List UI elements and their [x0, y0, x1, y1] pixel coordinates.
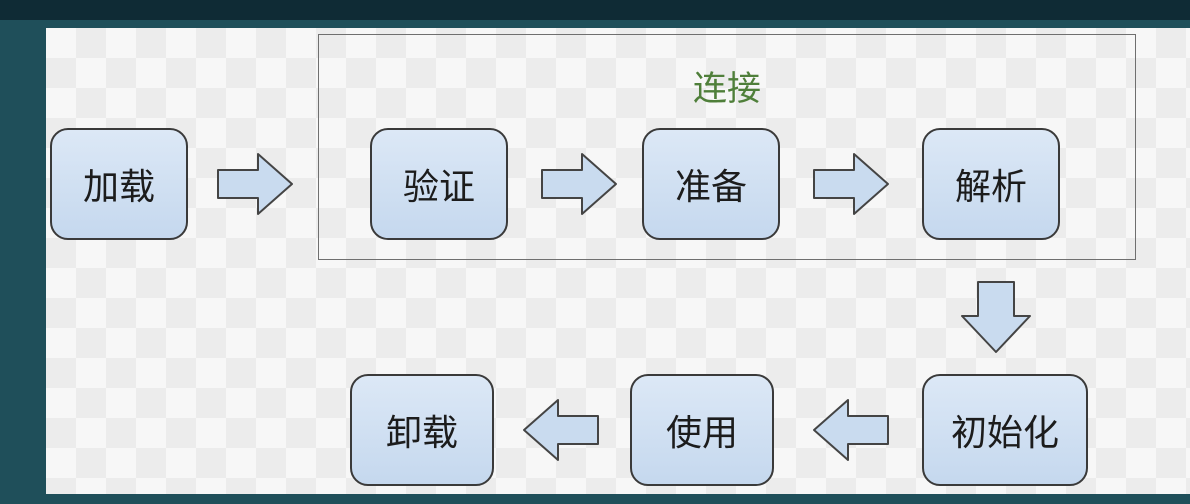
arrow-left-icon: [523, 399, 599, 461]
arrow-right-icon: [813, 153, 889, 215]
node-use: 使用: [630, 374, 774, 486]
node-unload: 卸载: [350, 374, 494, 486]
arrow-right-icon: [541, 153, 617, 215]
arrow-down-icon: [961, 281, 1031, 353]
diagram-canvas: 连接 加载 验证 准备 解析 初始化 使用 卸载: [46, 28, 1190, 494]
node-resolve: 解析: [922, 128, 1060, 240]
node-verify: 验证: [370, 128, 508, 240]
linking-group-title: 连接: [693, 69, 761, 109]
arrow-left-icon: [813, 399, 889, 461]
arrow-right-icon: [217, 153, 293, 215]
linking-group: 连接: [318, 34, 1136, 260]
node-prepare: 准备: [642, 128, 780, 240]
node-initialize: 初始化: [922, 374, 1088, 486]
window-top-bar: [0, 0, 1190, 20]
node-load: 加载: [50, 128, 188, 240]
